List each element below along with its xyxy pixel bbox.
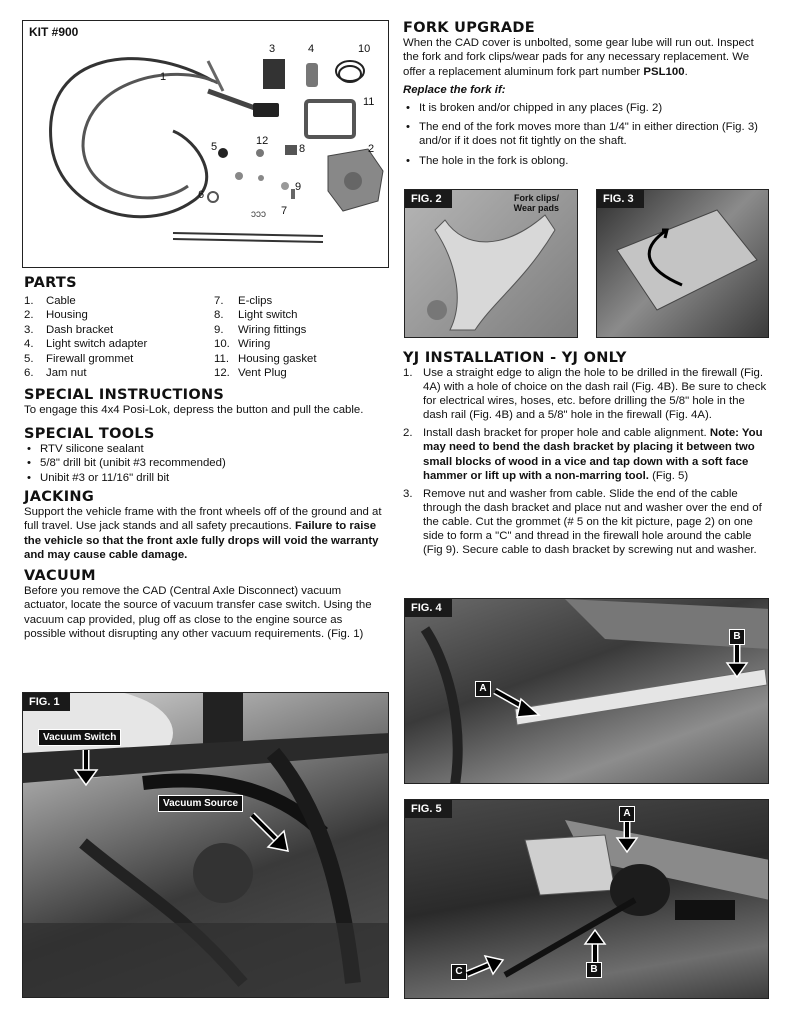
arrow-icon <box>465 954 505 978</box>
yj-steps: 1.Use a straight edge to align the hole … <box>403 366 771 557</box>
up-arrow-icon <box>583 928 607 962</box>
fig5-marker-a: A <box>619 806 635 822</box>
special-tools-heading: SPECIAL TOOLS <box>24 425 155 442</box>
fork-housing-illustration <box>616 209 758 311</box>
part-item: 2.Housing <box>24 309 88 322</box>
callout-11: 11 <box>363 96 375 108</box>
kit-label: KIT #900 <box>29 25 79 39</box>
engine-bay-illustration <box>23 693 388 997</box>
special-tools-list: RTV silicone sealant 5/8" drill bit (uni… <box>24 442 386 486</box>
part-item: 7.E-clips <box>214 295 273 307</box>
part-item: 1.Cable <box>24 295 76 307</box>
parts-heading: PARTS <box>24 275 77 291</box>
callout-1: 1 <box>160 71 167 83</box>
part-item: 6.Jam nut <box>24 367 87 380</box>
vacuum-source-label: Vacuum Source <box>158 795 244 812</box>
callout-7: 7 <box>281 205 288 217</box>
part-item: 3.Dash bracket <box>24 323 114 336</box>
jacking-text: Support the vehicle frame with the front… <box>24 506 382 562</box>
fork-item: The end of the fork moves more than 1/4"… <box>403 120 771 149</box>
fig2-label: FIG. 2 <box>405 190 452 208</box>
callout-5: 5 <box>211 141 218 153</box>
tool-item: RTV silicone sealant <box>24 442 386 457</box>
yj-step-1: 1.Use a straight edge to align the hole … <box>403 367 767 422</box>
part-item: 5.Firewall grommet <box>24 352 134 365</box>
callout-2: 2 <box>368 143 375 155</box>
special-instructions-heading: SPECIAL INSTRUCTIONS <box>24 387 225 404</box>
down-arrow-icon <box>73 750 99 787</box>
part-item: 12.Vent Plug <box>214 367 287 380</box>
left-column: PARTS 1.Cable 2.Housing 3.Dash bracket 4… <box>24 275 386 641</box>
part-item: 8.Light switch <box>214 309 298 322</box>
special-instructions-text: To engage this 4x4 Posi-Lok, depress the… <box>24 404 364 417</box>
yj-step-3: 3.Remove nut and washer from cable. Slid… <box>403 487 762 557</box>
callout-9: 9 <box>295 181 302 193</box>
part-item: 11.Housing gasket <box>214 352 317 365</box>
callout-4: 4 <box>308 43 315 55</box>
fork-text: When the CAD cover is unbolted, some gea… <box>403 37 754 78</box>
arrow-icon <box>493 687 541 718</box>
callout-3: 3 <box>269 43 276 55</box>
fork-heading: FORK UPGRADE <box>403 20 535 36</box>
fork-clips-annotation: Fork clips/Wear pads <box>513 193 559 213</box>
fig4-marker-b: B <box>729 629 745 645</box>
vacuum-heading: VACUUM <box>24 567 96 584</box>
arrow-icon <box>249 812 289 852</box>
fig3-label: FIG. 3 <box>597 190 644 208</box>
part-item: 4.Light switch adapter <box>24 338 148 351</box>
yj-section: YJ INSTALLATION - YJ ONLY 1.Use a straig… <box>403 350 771 557</box>
fig5-photo: FIG. 5 A B C <box>404 799 769 999</box>
kit-figure: KIT #900 ↄↄↄ 1 2 3 4 5 6 7 8 <box>22 20 389 268</box>
fork-illustration <box>427 214 556 331</box>
callout-10: 10 <box>358 43 371 55</box>
part-item: 9.Wiring fittings <box>214 323 307 336</box>
down-arrow-icon <box>725 645 749 679</box>
dash-bracket-illustration <box>503 820 768 978</box>
dash-rail-illustration <box>420 599 768 783</box>
svg-text:ↄↄↄ: ↄↄↄ <box>251 209 266 220</box>
tool-item: Unibit #3 or 11/16" drill bit <box>24 471 386 486</box>
fig5-marker-c: C <box>451 964 467 980</box>
fig4-photo: FIG. 4 A B <box>404 598 769 784</box>
fig1-photo: FIG. 1 Vacuum Switch Vacuum Source <box>22 692 389 998</box>
vacuum-switch-label: Vacuum Switch <box>38 729 122 746</box>
down-arrow-icon <box>615 822 639 854</box>
callout-8: 8 <box>299 143 306 155</box>
fork-item: The hole in the fork is oblong. <box>403 154 771 169</box>
fig4-marker-a: A <box>475 681 491 697</box>
yj-step-2: 2.Install dash bracket for proper hole a… <box>403 427 763 482</box>
callout-12: 12 <box>256 135 269 147</box>
fig5-marker-b: B <box>586 962 602 978</box>
fig4-label: FIG. 4 <box>405 599 452 617</box>
fig5-label: FIG. 5 <box>405 800 452 818</box>
jacking-heading: JACKING <box>24 489 95 506</box>
vacuum-text: Before you remove the CAD (Central Axle … <box>24 584 372 640</box>
replace-fork-heading: Replace the fork if: <box>403 84 506 97</box>
tool-item: 5/8" drill bit (unibit #3 recommended) <box>24 456 386 471</box>
fig1-label: FIG. 1 <box>23 693 70 711</box>
callout-6: 6 <box>198 189 205 201</box>
kit-parts-illustration: ↄↄↄ <box>49 57 384 243</box>
fork-section: FORK UPGRADE When the CAD cover is unbol… <box>403 20 771 169</box>
yj-heading: YJ INSTALLATION - YJ ONLY <box>403 350 627 366</box>
fork-item: It is broken and/or chipped in any place… <box>403 101 771 116</box>
parts-list: 1.Cable 2.Housing 3.Dash bracket 4.Light… <box>24 294 386 380</box>
part-item: 10.Wiring <box>214 338 271 351</box>
fig2-photo: FIG. 2 Fork clips/Wear pads <box>404 189 578 338</box>
fig3-photo: FIG. 3 <box>596 189 769 338</box>
replace-fork-list: It is broken and/or chipped in any place… <box>403 101 771 169</box>
